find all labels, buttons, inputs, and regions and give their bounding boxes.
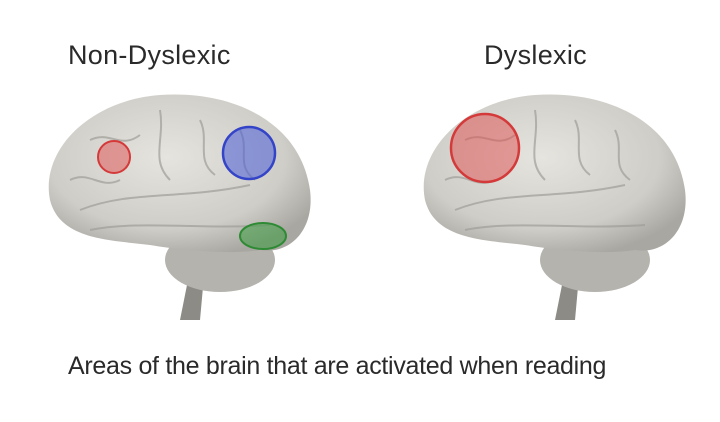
figure-caption: Areas of the brain that are activated wh… <box>68 352 607 380</box>
panel-title-dyslexic: Dyslexic <box>484 40 587 70</box>
activation-region-frontal-dyslexic <box>449 112 521 184</box>
activation-region-frontal <box>97 140 131 174</box>
panel-title-non-dyslexic: Non-Dyslexic <box>68 40 231 70</box>
brain-dyslexic <box>423 94 686 320</box>
activation-region-parietal <box>221 125 277 181</box>
brain-non-dyslexic <box>48 94 311 320</box>
activation-region-temporal <box>239 222 287 250</box>
